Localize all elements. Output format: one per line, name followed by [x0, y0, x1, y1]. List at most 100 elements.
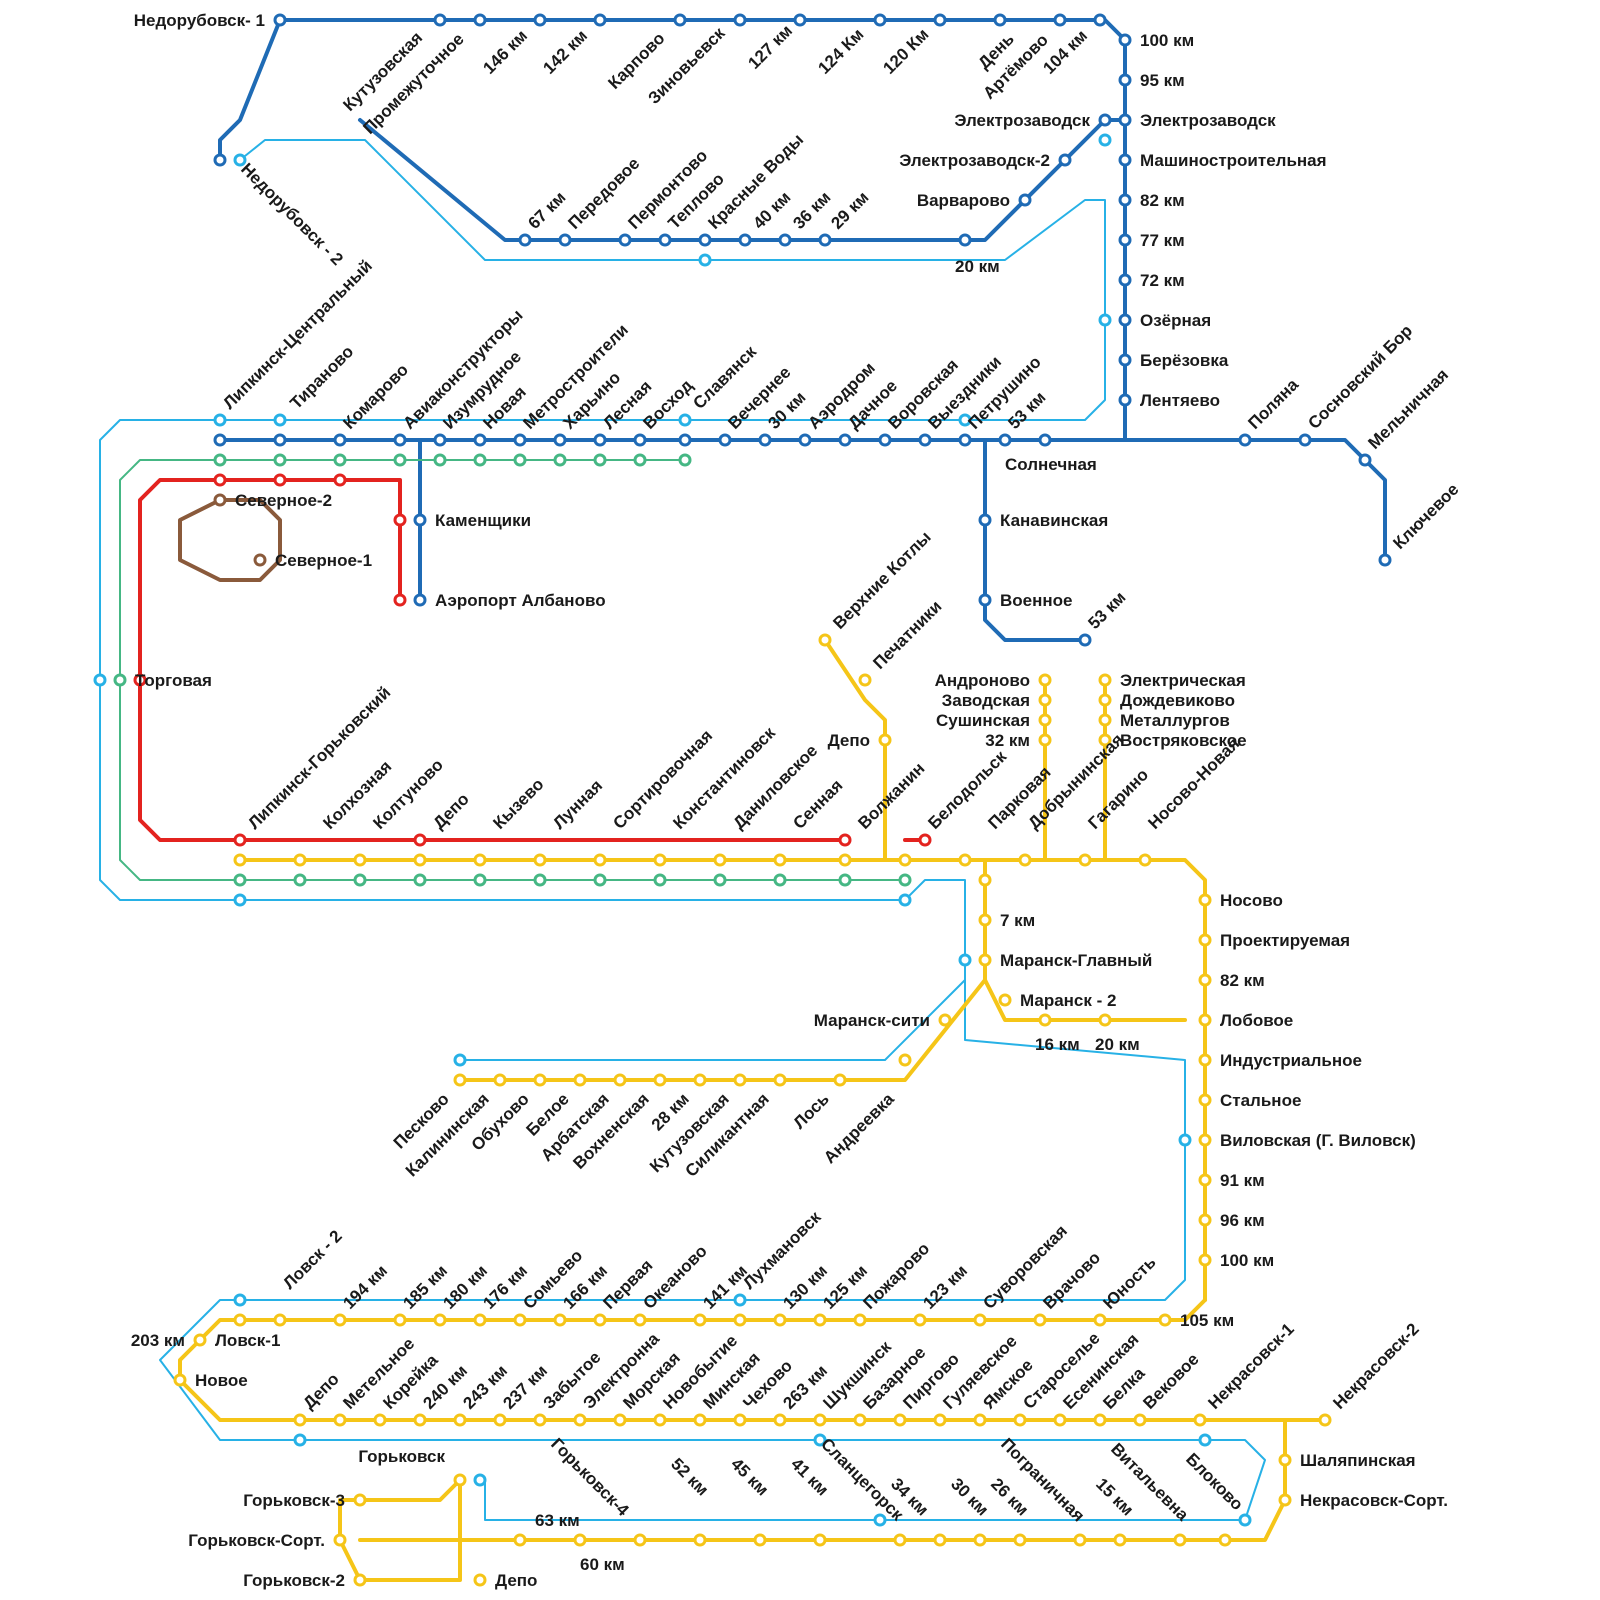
station-dot[interactable]: [273, 1313, 287, 1327]
station-dot[interactable]: [1218, 1533, 1232, 1547]
station-label[interactable]: Блоково: [1182, 1449, 1247, 1514]
station-label[interactable]: 203 км: [131, 1331, 185, 1350]
station-dot[interactable]: [1133, 1413, 1147, 1427]
station-label[interactable]: Лобовое: [1220, 1011, 1293, 1030]
station-dot[interactable]: [473, 1573, 487, 1587]
station-dot[interactable]: [213, 453, 227, 467]
station-dot[interactable]: [433, 453, 447, 467]
station-dot[interactable]: [1118, 353, 1132, 367]
station-label[interactable]: 127 км: [744, 21, 796, 73]
station-label[interactable]: Печатники: [869, 597, 945, 673]
station-dot[interactable]: [1018, 193, 1032, 207]
station-dot[interactable]: [898, 1053, 912, 1067]
station-label[interactable]: Некрасовск-Сорт.: [1300, 1491, 1448, 1510]
station-dot[interactable]: [798, 433, 812, 447]
station-label[interactable]: Дождевиково: [1120, 691, 1235, 710]
station-dot[interactable]: [558, 233, 572, 247]
station-label[interactable]: Проектируемая: [1220, 931, 1350, 950]
station-label[interactable]: 30 км: [947, 1474, 992, 1519]
station-dot[interactable]: [1173, 1533, 1187, 1547]
station-dot[interactable]: [933, 1533, 947, 1547]
station-dot[interactable]: [678, 453, 692, 467]
station-dot[interactable]: [1018, 853, 1032, 867]
station-dot[interactable]: [1278, 1493, 1292, 1507]
station-dot[interactable]: [333, 473, 347, 487]
station-dot[interactable]: [1193, 1413, 1207, 1427]
station-dot[interactable]: [593, 1313, 607, 1327]
station-dot[interactable]: [913, 1313, 927, 1327]
station-dot[interactable]: [333, 1533, 347, 1547]
station-dot[interactable]: [633, 1533, 647, 1547]
station-dot[interactable]: [778, 233, 792, 247]
station-dot[interactable]: [898, 873, 912, 887]
station-dot[interactable]: [813, 1533, 827, 1547]
station-label[interactable]: Андроново: [935, 671, 1030, 690]
station-dot[interactable]: [733, 1073, 747, 1087]
station-label[interactable]: Сланцегорск: [817, 1434, 907, 1524]
station-label[interactable]: 36 км: [789, 188, 834, 233]
station-dot[interactable]: [593, 13, 607, 27]
station-dot[interactable]: [233, 873, 247, 887]
station-dot[interactable]: [413, 513, 427, 527]
station-label[interactable]: 95 км: [1140, 71, 1185, 90]
station-dot[interactable]: [1038, 673, 1052, 687]
station-dot[interactable]: [1118, 393, 1132, 407]
station-dot[interactable]: [553, 433, 567, 447]
station-dot[interactable]: [918, 833, 932, 847]
station-dot[interactable]: [958, 853, 972, 867]
station-dot[interactable]: [853, 1313, 867, 1327]
station-dot[interactable]: [1118, 73, 1132, 87]
station-dot[interactable]: [978, 513, 992, 527]
station-label[interactable]: Сортировочная: [609, 726, 716, 833]
station-dot[interactable]: [1093, 1413, 1107, 1427]
station-dot[interactable]: [433, 433, 447, 447]
station-dot[interactable]: [473, 1313, 487, 1327]
station-label[interactable]: 40 км: [749, 188, 794, 233]
station-dot[interactable]: [93, 673, 107, 687]
station-dot[interactable]: [1098, 693, 1112, 707]
station-label[interactable]: Аэропорт Албаново: [435, 591, 606, 610]
station-label[interactable]: Ловск - 2: [279, 1226, 345, 1292]
station-label[interactable]: Липкинск-Горьковский: [244, 683, 394, 833]
station-label[interactable]: Горьковск-3: [243, 1491, 345, 1510]
station-dot[interactable]: [1238, 433, 1252, 447]
station-label[interactable]: Каменщики: [435, 511, 531, 530]
station-dot[interactable]: [1138, 853, 1152, 867]
station-dot[interactable]: [473, 13, 487, 27]
station-dot[interactable]: [393, 513, 407, 527]
station-dot[interactable]: [653, 873, 667, 887]
station-dot[interactable]: [1098, 313, 1112, 327]
station-dot[interactable]: [898, 853, 912, 867]
station-dot[interactable]: [473, 433, 487, 447]
station-dot[interactable]: [273, 473, 287, 487]
station-dot[interactable]: [593, 453, 607, 467]
station-label[interactable]: 72 км: [1140, 271, 1185, 290]
station-dot[interactable]: [613, 1413, 627, 1427]
station-dot[interactable]: [453, 1473, 467, 1487]
station-dot[interactable]: [353, 873, 367, 887]
station-dot[interactable]: [1198, 1093, 1212, 1107]
station-dot[interactable]: [958, 953, 972, 967]
station-dot[interactable]: [1013, 1533, 1027, 1547]
station-dot[interactable]: [1298, 433, 1312, 447]
station-dot[interactable]: [873, 1513, 887, 1527]
station-dot[interactable]: [513, 1533, 527, 1547]
station-dot[interactable]: [858, 673, 872, 687]
station-dot[interactable]: [213, 413, 227, 427]
station-dot[interactable]: [873, 13, 887, 27]
station-label[interactable]: Депо: [429, 789, 472, 832]
station-dot[interactable]: [838, 853, 852, 867]
station-dot[interactable]: [273, 413, 287, 427]
station-dot[interactable]: [973, 1413, 987, 1427]
station-label[interactable]: Депо: [299, 1369, 342, 1412]
station-dot[interactable]: [1078, 633, 1092, 647]
station-dot[interactable]: [1118, 233, 1132, 247]
station-label[interactable]: 20 км: [955, 257, 1000, 276]
station-dot[interactable]: [1198, 1173, 1212, 1187]
station-dot[interactable]: [533, 853, 547, 867]
station-dot[interactable]: [1318, 1413, 1332, 1427]
station-label[interactable]: 104 км: [1039, 26, 1091, 78]
station-label[interactable]: Горьковск-4: [547, 1434, 633, 1520]
station-label[interactable]: 91 км: [1220, 1171, 1265, 1190]
station-dot[interactable]: [1278, 1453, 1292, 1467]
